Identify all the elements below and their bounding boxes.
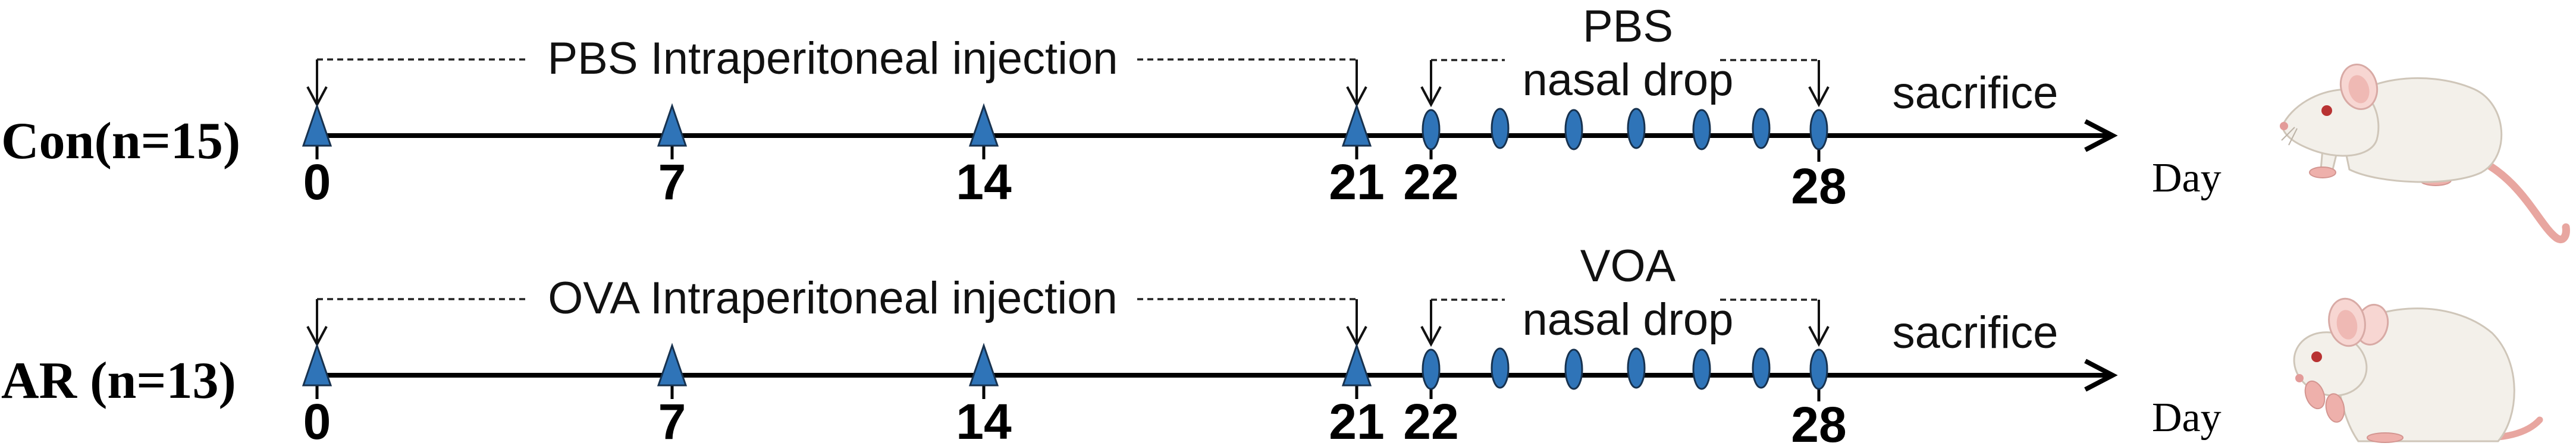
triangle-marker-icon: [302, 343, 332, 387]
ellipse-marker-icon: [1564, 109, 1583, 150]
nasal-drop-markers: [1422, 347, 1828, 390]
mouse-nose: [2295, 374, 2304, 382]
day-label: 0: [303, 154, 331, 210]
ellipse-marker-icon: [1752, 108, 1771, 149]
down-arrow-icon: [1346, 299, 1367, 347]
down-arrow-icon: [306, 299, 328, 347]
day-labels: 0 7 14 21 22 28: [303, 154, 1847, 214]
axis-unit-label: Day: [2152, 395, 2222, 441]
nasal-drop-markers: [1422, 108, 1828, 150]
nasal-agent-label: VOA: [1580, 241, 1676, 291]
day-label: 22: [1403, 154, 1458, 210]
injection-markers: [302, 343, 1372, 387]
ellipse-marker-icon: [1564, 348, 1583, 390]
triangle-marker-icon: [657, 343, 688, 387]
down-arrow-icon: [1420, 60, 1442, 108]
mouse-eye: [2321, 105, 2332, 116]
mouse-tail: [2470, 153, 2570, 243]
mouse-front-paw: [2325, 393, 2345, 423]
nasal-drop-bracket: PBS nasal drop: [1420, 1, 1830, 108]
down-arrow-icon: [1346, 59, 1367, 108]
triangle-marker-icon: [1341, 103, 1372, 147]
mouse-inner-ear: [2348, 75, 2370, 103]
day-label: 28: [1791, 158, 1846, 214]
down-arrow-icon: [1420, 300, 1442, 347]
mouse-body: [2337, 307, 2515, 442]
ellipse-marker-icon: [1491, 108, 1510, 149]
day-label: 21: [1329, 154, 1384, 210]
injection-bracket: OVA Intraperitoneal injection: [306, 273, 1367, 347]
sacrifice-label: sacrifice: [1893, 307, 2059, 358]
nasal-drop-label: nasal drop: [1523, 55, 1734, 105]
day-label: 22: [1403, 394, 1458, 446]
triangle-marker-icon: [968, 103, 999, 147]
day-label: 28: [1791, 397, 1846, 446]
mouse-icon: [2293, 297, 2543, 443]
mouse-front-foot: [2309, 167, 2336, 178]
mouse-front-paw: [2304, 380, 2326, 410]
day-label: 14: [956, 154, 1012, 210]
timeline-axis: [312, 119, 2118, 152]
mouse-hind-foot: [2367, 432, 2404, 443]
ellipse-marker-icon: [1692, 348, 1711, 390]
group-label: AR (n=13): [1, 352, 236, 410]
triangle-marker-icon: [302, 103, 332, 147]
timeline-axis: [312, 359, 2118, 392]
ellipse-marker-icon: [1491, 347, 1510, 389]
axis-arrow-icon: [2084, 359, 2118, 392]
ellipse-marker-icon: [1627, 347, 1646, 389]
mouse-icon: [2280, 63, 2570, 243]
ellipse-marker-icon: [1809, 348, 1828, 390]
mouse-whisker: [2288, 128, 2298, 146]
down-arrow-icon: [306, 59, 328, 108]
timeline-row-ar: AR (n=13) OVA Intraperitoneal injection …: [1, 241, 2222, 446]
nasal-drop-bracket: VOA nasal drop: [1420, 241, 1830, 347]
mouse-inner-ear: [2336, 310, 2358, 340]
sacrifice-label: sacrifice: [1893, 68, 2059, 118]
mouse-nose: [2280, 122, 2288, 130]
day-label: 14: [956, 394, 1012, 446]
down-arrow-icon: [1808, 60, 1830, 108]
injection-label: PBS Intraperitoneal injection: [547, 33, 1118, 84]
group-label: Con(n=15): [1, 112, 240, 170]
down-arrow-icon: [1808, 300, 1830, 347]
day-ticks: [315, 143, 1821, 162]
mouse-body: [2336, 77, 2503, 183]
day-label: 21: [1329, 394, 1384, 446]
axis-arrow-icon: [2084, 119, 2118, 152]
timeline-row-con: Con(n=15) PBS Intraperitoneal injection …: [1, 1, 2222, 214]
ellipse-marker-icon: [1752, 347, 1771, 389]
triangle-marker-icon: [968, 343, 999, 387]
axis-unit-label: Day: [2152, 155, 2222, 201]
mouse-eye: [2311, 351, 2322, 362]
injection-label: OVA Intraperitoneal injection: [548, 273, 1118, 323]
injection-markers: [302, 103, 1372, 147]
ellipse-marker-icon: [1422, 109, 1441, 150]
ellipse-marker-icon: [1627, 108, 1646, 149]
ellipse-marker-icon: [1692, 109, 1711, 150]
mouse-whisker: [2281, 127, 2295, 141]
triangle-marker-icon: [1341, 343, 1372, 387]
triangle-marker-icon: [657, 103, 688, 147]
ellipse-marker-icon: [1422, 348, 1441, 390]
day-label: 0: [303, 394, 331, 446]
injection-bracket: PBS Intraperitoneal injection: [306, 33, 1367, 108]
ellipse-marker-icon: [1809, 109, 1828, 150]
nasal-drop-label: nasal drop: [1523, 294, 1734, 345]
nasal-agent-label: PBS: [1583, 1, 1673, 52]
day-label: 7: [658, 154, 686, 210]
day-labels: 0 7 14 21 22 28: [303, 394, 1847, 446]
day-label: 7: [658, 394, 686, 446]
day-ticks: [315, 382, 1821, 401]
